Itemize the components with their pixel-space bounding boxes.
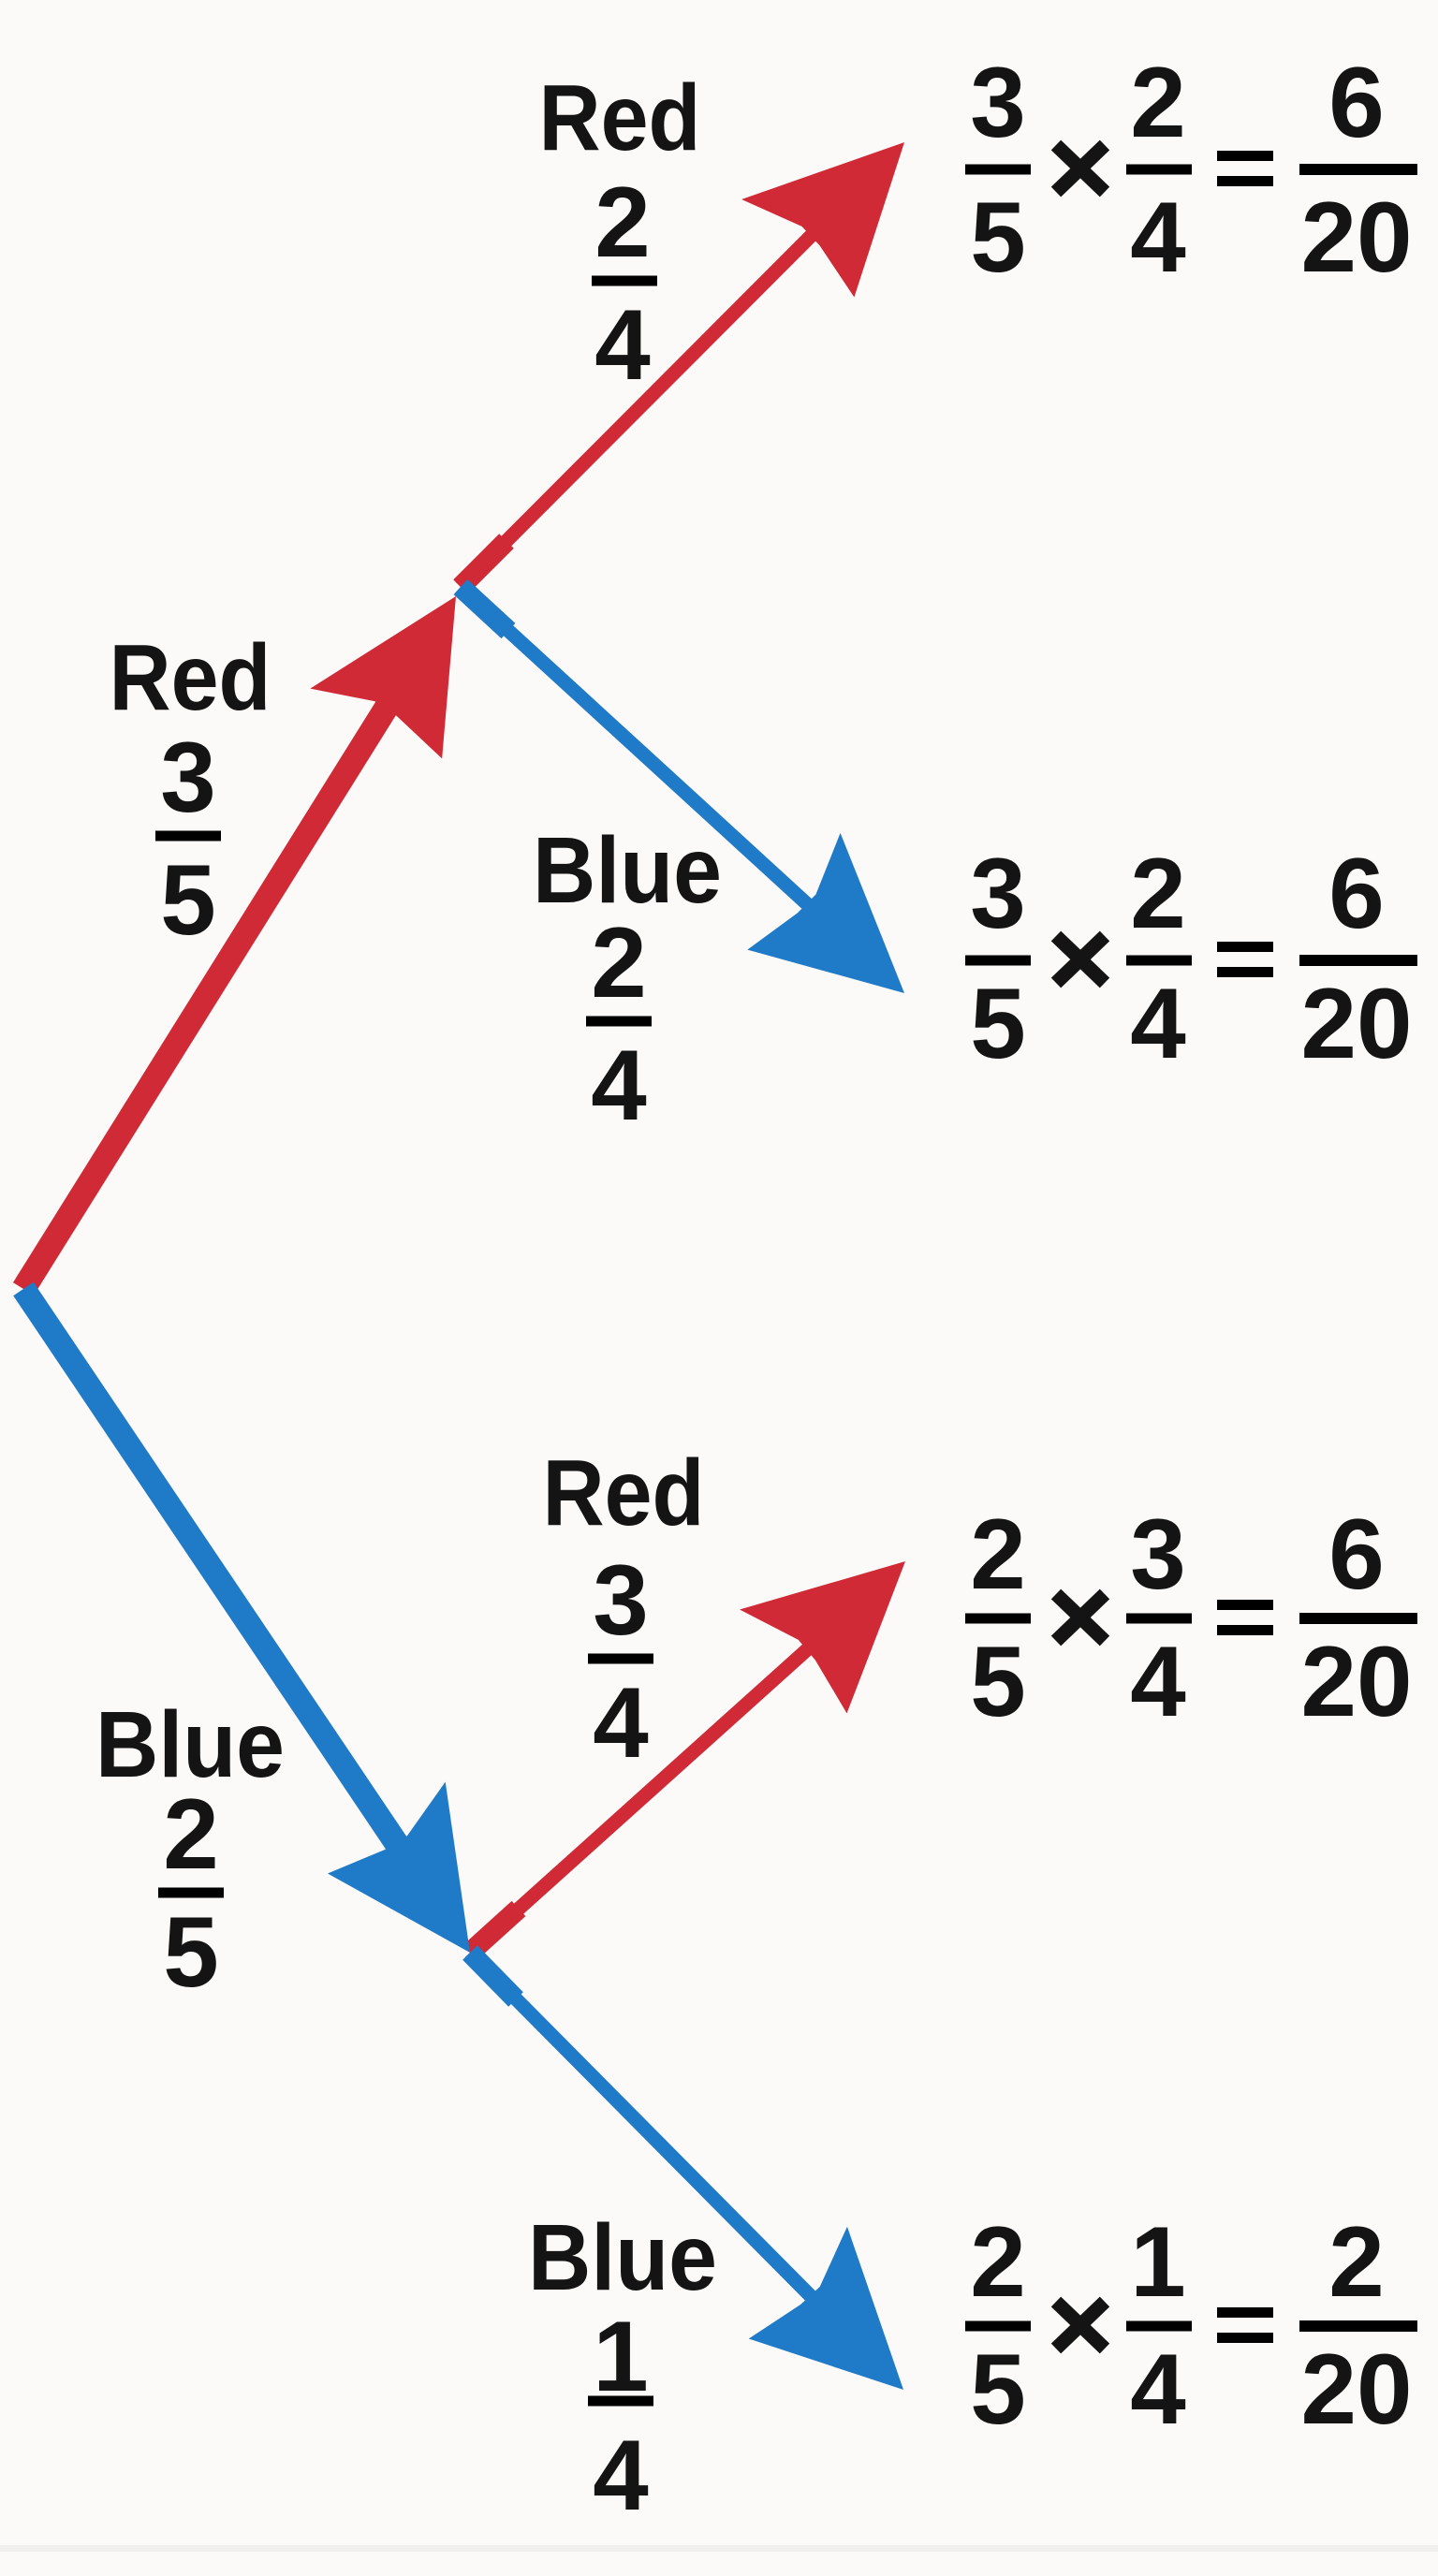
svg-text:2: 2	[591, 906, 647, 1018]
svg-text:20: 20	[1300, 967, 1412, 1079]
svg-text:Red: Red	[543, 1441, 705, 1545]
svg-text:Red: Red	[539, 66, 701, 170]
svg-text:1: 1	[1130, 2205, 1186, 2318]
svg-text:6: 6	[1328, 46, 1385, 158]
svg-text:20: 20	[1300, 181, 1412, 293]
svg-text:4: 4	[593, 2419, 649, 2531]
svg-text:4: 4	[1130, 181, 1186, 293]
svg-text:6: 6	[1328, 1498, 1385, 1610]
svg-text:1: 1	[593, 2300, 649, 2412]
svg-text:3: 3	[160, 721, 216, 833]
svg-text:2: 2	[970, 1498, 1026, 1610]
svg-text:3: 3	[970, 46, 1026, 158]
svg-text:4: 4	[594, 288, 651, 401]
svg-text:5: 5	[970, 2333, 1026, 2445]
svg-text:3: 3	[1130, 1498, 1186, 1610]
svg-text:3: 3	[970, 837, 1026, 949]
svg-text:Blue: Blue	[95, 1692, 285, 1797]
svg-text:4: 4	[1130, 2333, 1186, 2445]
svg-text:2: 2	[163, 1778, 219, 1890]
svg-text:Red: Red	[110, 625, 271, 730]
svg-text:20: 20	[1300, 2333, 1412, 2445]
svg-text:2: 2	[970, 2205, 1026, 2318]
svg-text:6: 6	[1328, 837, 1385, 949]
svg-text:4: 4	[1130, 1625, 1186, 1737]
svg-text:5: 5	[970, 181, 1026, 293]
svg-text:2: 2	[594, 166, 651, 278]
svg-text:2: 2	[1130, 837, 1186, 949]
svg-text:Blue: Blue	[528, 2205, 717, 2310]
svg-text:Blue: Blue	[533, 818, 722, 923]
svg-text:5: 5	[970, 1625, 1026, 1737]
svg-text:5: 5	[160, 843, 216, 956]
svg-text:4: 4	[1130, 967, 1186, 1079]
svg-text:4: 4	[593, 1666, 649, 1778]
svg-text:20: 20	[1300, 1625, 1412, 1737]
svg-text:3: 3	[593, 1544, 649, 1656]
svg-text:4: 4	[591, 1029, 647, 1141]
svg-text:5: 5	[970, 967, 1026, 1079]
svg-text:5: 5	[163, 1895, 219, 2008]
svg-text:2: 2	[1328, 2205, 1385, 2318]
svg-text:2: 2	[1130, 46, 1186, 158]
